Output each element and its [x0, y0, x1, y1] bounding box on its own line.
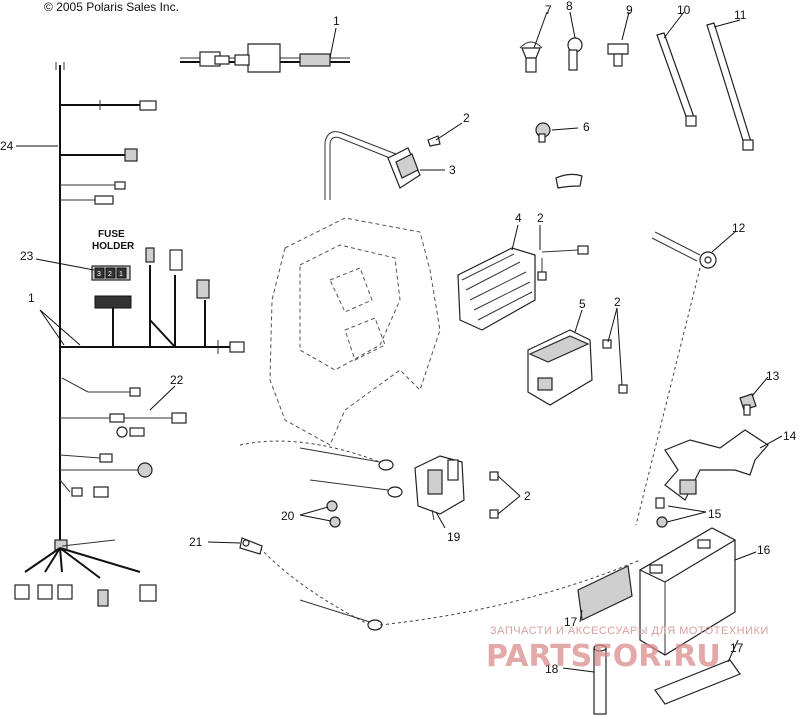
callout-9: 9	[626, 3, 633, 17]
part-16-battery[interactable]	[638, 527, 737, 656]
part-7-clip[interactable]	[519, 41, 543, 73]
callout-8: 8	[566, 0, 573, 13]
callout-24: 24	[0, 139, 14, 153]
watermark: ЗАПЧАСТИ И АКСЕССУАРЫ ДЛЯ МОТОТЕХНИКИ PA…	[486, 625, 769, 674]
part-2-bolt-top[interactable]	[427, 135, 441, 147]
part-11-cable-tie[interactable]	[706, 22, 754, 151]
leader-lines	[16, 11, 783, 673]
callout-18: 18	[545, 662, 559, 676]
callout-15: 15	[708, 507, 722, 521]
part-5-cdi-module[interactable]	[527, 329, 593, 406]
callout-19: 19	[447, 530, 461, 544]
battery-cable-long[interactable]	[259, 547, 641, 631]
part-23-fuse-holder[interactable]: FUSE HOLDER 3 2 1	[91, 229, 210, 309]
part-2-bolt-regulator[interactable]	[537, 245, 589, 281]
callout-23: 23	[20, 249, 34, 263]
callout-7: 7	[545, 3, 552, 17]
part-10-cable-tie[interactable]	[656, 32, 697, 127]
fuse-1-label: 1	[119, 271, 123, 278]
part-6-button[interactable]	[535, 122, 551, 143]
part-17-decal-a[interactable]	[577, 565, 633, 621]
part-21-ring-terminal[interactable]	[239, 537, 263, 555]
part-19-solenoid[interactable]	[414, 455, 499, 521]
callout-2-regulator: 2	[537, 211, 544, 225]
part-12-cable[interactable]	[651, 231, 717, 269]
fuse-3-label: 3	[97, 271, 101, 278]
watermark-tagline: ЗАПЧАСТИ И АКСЕССУАРЫ ДЛЯ МОТОТЕХНИКИ	[490, 625, 769, 637]
part-15-bolts[interactable]	[655, 497, 668, 528]
part-13-bolt[interactable]	[739, 393, 757, 416]
callout-11: 11	[734, 8, 747, 22]
copyright-text: © 2005 Polaris Sales Inc.	[44, 0, 179, 14]
callout-5: 5	[579, 297, 586, 311]
part-9-clip[interactable]	[607, 43, 629, 67]
callout-22: 22	[170, 373, 184, 387]
callout-6: 6	[583, 120, 590, 134]
callout-17-decal-a: 17	[564, 615, 578, 629]
part-18-vent-tube[interactable]	[593, 644, 607, 715]
callout-16: 16	[757, 543, 771, 557]
part-20-nuts[interactable]	[326, 500, 341, 528]
part-17-decal-b[interactable]	[654, 659, 741, 705]
cable-path-dashed	[635, 267, 701, 526]
part-8-clip[interactable]	[567, 37, 583, 71]
callout-20: 20	[281, 509, 295, 523]
callout-3: 3	[449, 163, 456, 177]
part-3-connector[interactable]	[324, 131, 421, 200]
frame-panel	[269, 217, 441, 446]
battery-cable-lower[interactable]	[309, 479, 403, 498]
callout-17-decal-b: 17	[730, 641, 744, 655]
part-4-voltage-regulator[interactable]	[457, 247, 536, 331]
callout-12: 12	[732, 221, 746, 235]
fuse-holder-label-line1: FUSE	[98, 229, 125, 240]
callout-2-solenoid: 2	[524, 489, 531, 503]
callout-numbers: 1 1 2 2 2 2 3 4 5 6 7 8 9 10 11 12 13 14…	[0, 0, 797, 676]
callout-21: 21	[189, 535, 203, 549]
part-1-wire-connector[interactable]	[180, 43, 350, 73]
callout-4: 4	[515, 211, 522, 225]
callout-10: 10	[677, 3, 691, 17]
callout-14: 14	[783, 429, 797, 443]
callout-1-top: 1	[333, 14, 340, 28]
part-14-battery-bracket[interactable]	[664, 429, 769, 501]
fuse-2-label: 2	[108, 271, 112, 278]
bracket-small[interactable]	[555, 173, 583, 189]
part-24-wire-harness[interactable]	[14, 62, 245, 607]
battery-cable-upper[interactable]	[239, 440, 394, 471]
part-2-bolt-cdi[interactable]	[602, 339, 628, 394]
callout-1-harness: 1	[28, 291, 35, 305]
callout-2-cdi: 2	[614, 295, 621, 309]
callout-2-top: 2	[463, 111, 470, 125]
watermark-brand: PARTSFOR.RU	[486, 639, 721, 674]
fuse-holder-label-line2: HOLDER	[92, 241, 135, 252]
callout-13: 13	[766, 369, 780, 383]
